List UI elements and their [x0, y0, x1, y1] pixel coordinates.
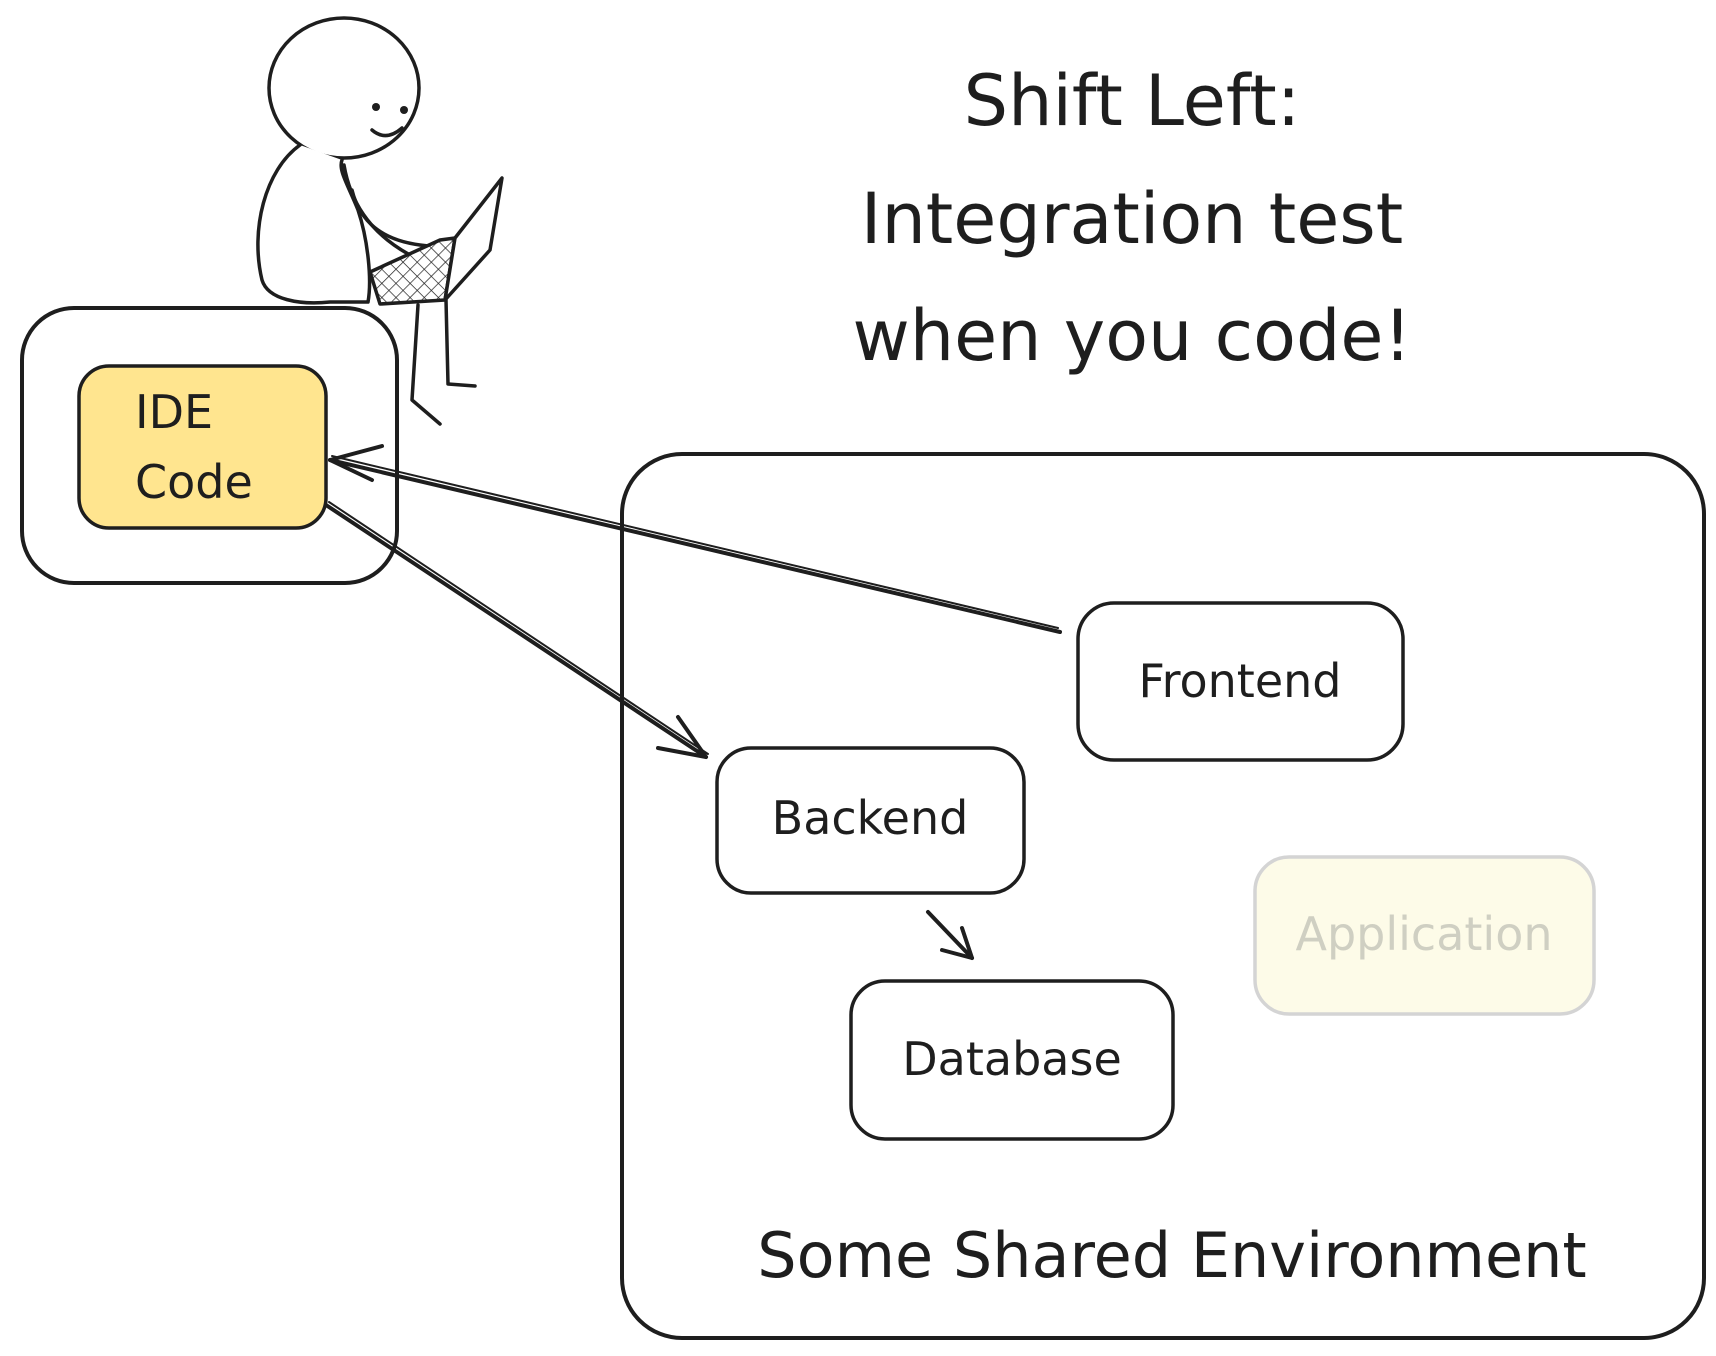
application-label: Application — [1295, 907, 1552, 961]
arrow-ide-to-backend — [324, 501, 709, 759]
person-figure-icon — [256, 16, 477, 426]
laptop-icon — [368, 176, 504, 306]
title-line-1: Shift Left: — [964, 60, 1301, 142]
ide-code-box[interactable]: IDE Code — [77, 364, 328, 530]
database-service-box[interactable]: Database — [849, 979, 1175, 1141]
arrow-backend-to-database — [926, 910, 974, 960]
shared-environment-label: Some Shared Environment — [757, 1219, 1586, 1292]
application-service-box[interactable]: Application — [1253, 855, 1596, 1016]
title-line-2: Integration test — [861, 178, 1403, 260]
title-line-3: when you code! — [852, 295, 1411, 377]
frontend-label: Frontend — [1138, 654, 1341, 708]
arrow-frontend-to-ide — [328, 444, 1062, 634]
code-label: Code — [135, 455, 253, 509]
database-label: Database — [902, 1032, 1122, 1086]
backend-label: Backend — [772, 791, 969, 845]
frontend-service-box[interactable]: Frontend — [1076, 601, 1405, 762]
backend-service-box[interactable]: Backend — [715, 746, 1026, 895]
diagram-title: Shift Left: Integration test when you co… — [852, 60, 1411, 377]
ide-label: IDE — [135, 385, 213, 439]
